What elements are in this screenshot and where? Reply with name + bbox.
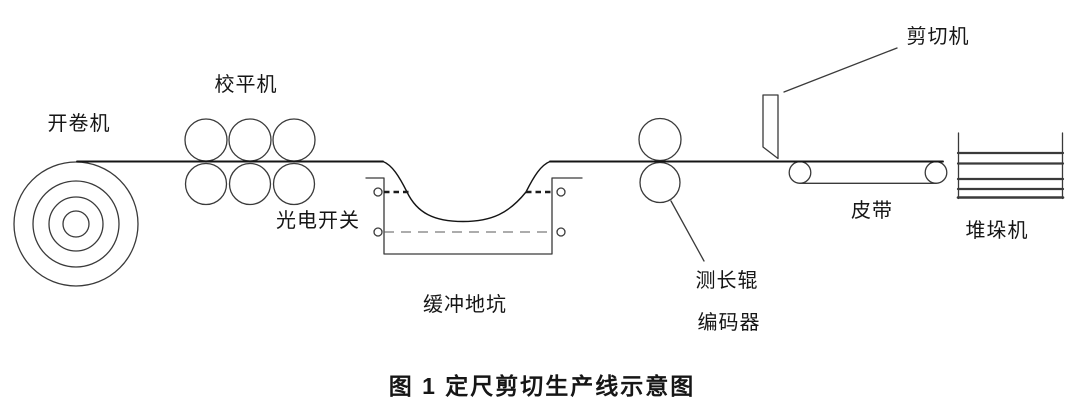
leveler-roll-bottom-1 (184, 162, 228, 206)
encoder-label: 编码器 (698, 311, 761, 334)
leveler-roll-bottom-2 (228, 162, 272, 206)
coil-ring-inner (62, 210, 90, 238)
photo-sensor-upper-right (556, 187, 566, 197)
measuring-roll-pair (638, 117, 682, 204)
stacker-label: 堆垛机 (966, 219, 1029, 242)
leveler-roll-bottom-3 (272, 162, 316, 206)
belt-conveyor (788, 161, 948, 184)
leveler-roll-top-1 (184, 118, 228, 162)
shear-blade (762, 94, 779, 160)
figure-caption: 图 1 定尺剪切生产线示意图 (389, 373, 696, 399)
leveler-roll-top-2 (228, 118, 272, 162)
buffer-pit-label: 缓冲地坑 (423, 293, 507, 316)
measuring-roll-label: 测长辊 (696, 269, 759, 292)
belt-label: 皮带 (851, 199, 893, 222)
coil-ring-2 (32, 180, 120, 268)
photo-sensor-lower-left (373, 227, 383, 237)
pit-sensors (373, 187, 566, 237)
measuring-roll-leader-line (670, 200, 705, 262)
diagram-labels: 开卷机 校平机 光电开关 缓冲地坑 测长辊 编码器 剪切机 皮带 堆垛机 (48, 25, 1029, 334)
photo-sensor-upper-left (373, 187, 383, 197)
belt-roller-right (924, 161, 948, 184)
diagram-linework (13, 47, 1065, 287)
photo-switch-label: 光电开关 (276, 209, 360, 232)
strip-loop-in-pit (382, 160, 551, 223)
leveler-roll-top-3 (272, 118, 316, 162)
uncoiler-coil (13, 161, 139, 287)
belt-roller-left (788, 161, 812, 184)
stacker-bin (956, 132, 1065, 200)
photo-sensor-lower-right (556, 227, 566, 237)
sensor-beams (384, 190, 552, 233)
strip-path (76, 160, 944, 223)
leveler-label: 校平机 (215, 73, 278, 96)
coil-ring-outer (13, 161, 139, 287)
measuring-roll-top (638, 117, 682, 162)
shear-label: 剪切机 (907, 25, 970, 48)
stacker-sheets (956, 151, 1065, 191)
measuring-roll-bottom (639, 161, 681, 204)
buffer-pit-outline (365, 177, 583, 255)
uncoiler-label: 开卷机 (48, 112, 111, 135)
shear-leader-line (783, 47, 898, 93)
coil-ring-3 (48, 196, 104, 252)
